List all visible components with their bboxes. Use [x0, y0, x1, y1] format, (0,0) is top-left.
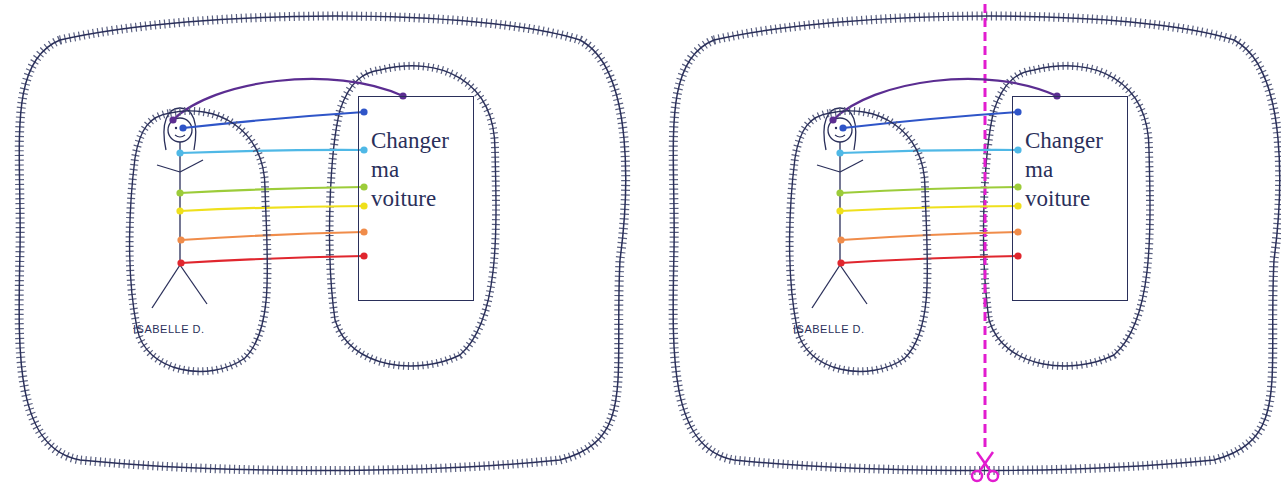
cord-dot — [1014, 252, 1021, 259]
cut-line — [985, 4, 986, 452]
cord-dot — [837, 259, 844, 266]
cord-dot — [1014, 146, 1021, 153]
cord-dot — [836, 207, 843, 214]
cord-dot — [177, 259, 184, 266]
cord-dot — [176, 189, 183, 196]
cord-dot — [179, 124, 186, 131]
cord-dot — [360, 228, 367, 235]
cord-dot — [836, 189, 843, 196]
energy-cord — [181, 232, 364, 240]
energy-cord — [833, 79, 1057, 120]
energy-cord — [183, 112, 364, 128]
energy-cord — [840, 150, 1018, 153]
cord-dot — [1014, 183, 1021, 190]
cord-dot — [1014, 228, 1021, 235]
cord-dot — [169, 116, 176, 123]
goal-box: Changer ma voiture — [1012, 96, 1128, 301]
energy-cord — [180, 150, 364, 153]
cord-dot — [829, 116, 836, 123]
cord-dot — [837, 236, 844, 243]
goal-text: Changer ma voiture — [1025, 127, 1117, 213]
energy-cord — [180, 206, 364, 211]
cord-dot — [1014, 108, 1021, 115]
right-panel — [673, 16, 1280, 471]
cord-dot — [360, 108, 367, 115]
cord-dot — [1014, 202, 1021, 209]
person-name: ISABELLE D. — [793, 323, 865, 335]
energy-cord — [841, 232, 1018, 240]
energy-cord — [181, 256, 364, 263]
energy-cord — [180, 187, 364, 193]
goal-text: Changer ma voiture — [371, 127, 463, 213]
cord-dot — [360, 146, 367, 153]
cord-dot — [360, 252, 367, 259]
cord-dot — [836, 149, 843, 156]
cord-dot — [176, 207, 183, 214]
scissors-symbol — [972, 452, 998, 481]
cord-dot — [360, 183, 367, 190]
cord-dot — [177, 236, 184, 243]
person-blob: ISABELLE D. — [785, 108, 935, 373]
cord-dot — [360, 202, 367, 209]
person-name: ISABELLE D. — [133, 323, 205, 335]
goal-box: Changer ma voiture — [358, 96, 474, 301]
cord-dot — [839, 124, 846, 131]
energy-cord — [173, 79, 403, 120]
person-blob: ISABELLE D. — [125, 108, 275, 373]
left-panel — [19, 16, 626, 471]
energy-cord — [843, 112, 1018, 128]
cord-dot — [176, 149, 183, 156]
